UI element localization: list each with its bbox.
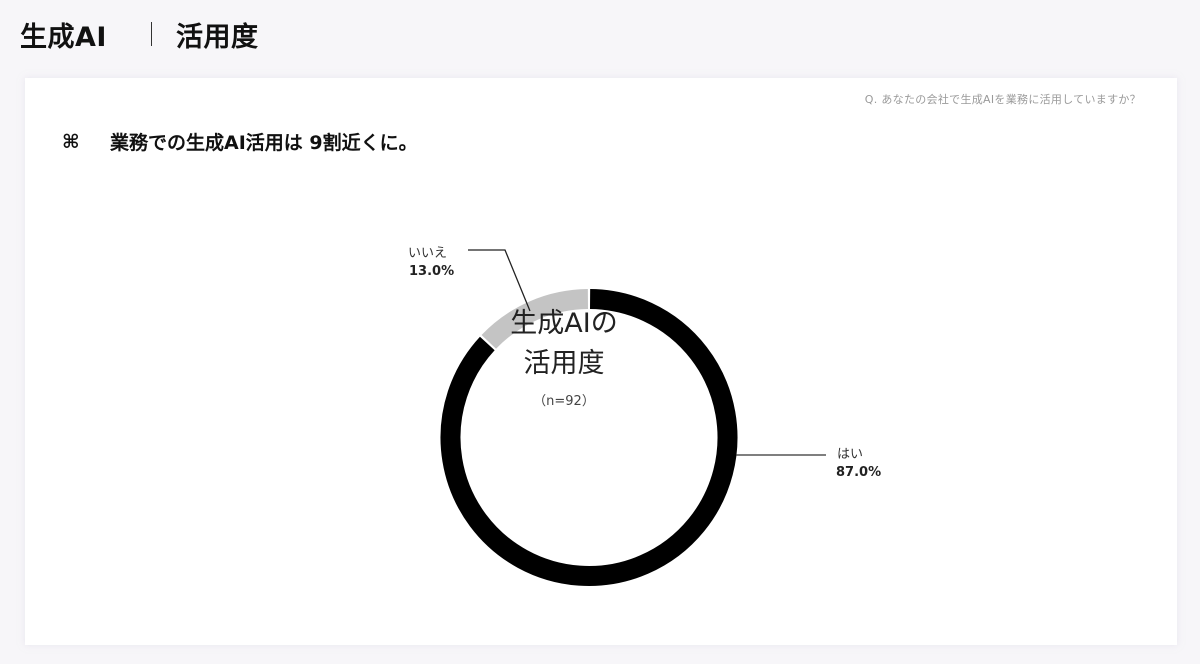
sample-size: （n=92） — [533, 394, 595, 409]
header-section: 活用度 — [175, 21, 259, 53]
headline: ⌘ 業務での生成AI活用は 9割近くに。 — [62, 128, 418, 155]
center-title-line1: 生成AIの — [510, 308, 618, 339]
center-title-line2: 活用度 — [523, 348, 605, 379]
donut-segments — [440, 289, 738, 586]
header-category: 生成AI — [20, 21, 107, 53]
yes-percent: 87.0% — [836, 465, 882, 480]
yes-label: はい — [837, 447, 864, 462]
command-icon: ⌘ — [62, 130, 80, 153]
headline-text: 業務での生成AI活用は 9割近くに。 — [110, 132, 418, 154]
no-label: いいえ — [408, 246, 448, 261]
page-header: 生成AI 活用度 — [20, 14, 258, 54]
survey-question: Q. あなたの会社で生成AIを業務に活用していますか？ — [864, 93, 1141, 106]
no-leader-line — [468, 249, 531, 312]
donut-center-label: 生成AIの 活用度 （n=92） — [464, 304, 664, 409]
header-divider — [150, 22, 152, 46]
no-percent: 13.0% — [409, 264, 455, 279]
donut-segment-yes — [440, 289, 738, 586]
chart-card: Q. あなたの会社で生成AIを業務に活用していますか？ ⌘ 業務での生成AI活用… — [25, 78, 1177, 645]
donut-segment-no — [481, 289, 589, 349]
